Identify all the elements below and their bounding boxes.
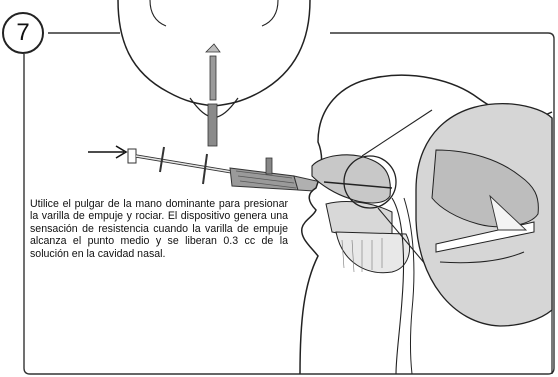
zoom-callout <box>343 103 553 327</box>
push-arrow-icon <box>88 145 128 159</box>
instruction-text: Utilice el pulgar de la mano dominante p… <box>30 198 288 260</box>
nasal-atomizer-syringe <box>127 146 331 193</box>
step-number-badge: 7 <box>2 12 44 54</box>
head-top-view <box>117 0 311 147</box>
step-number: 7 <box>16 19 30 46</box>
